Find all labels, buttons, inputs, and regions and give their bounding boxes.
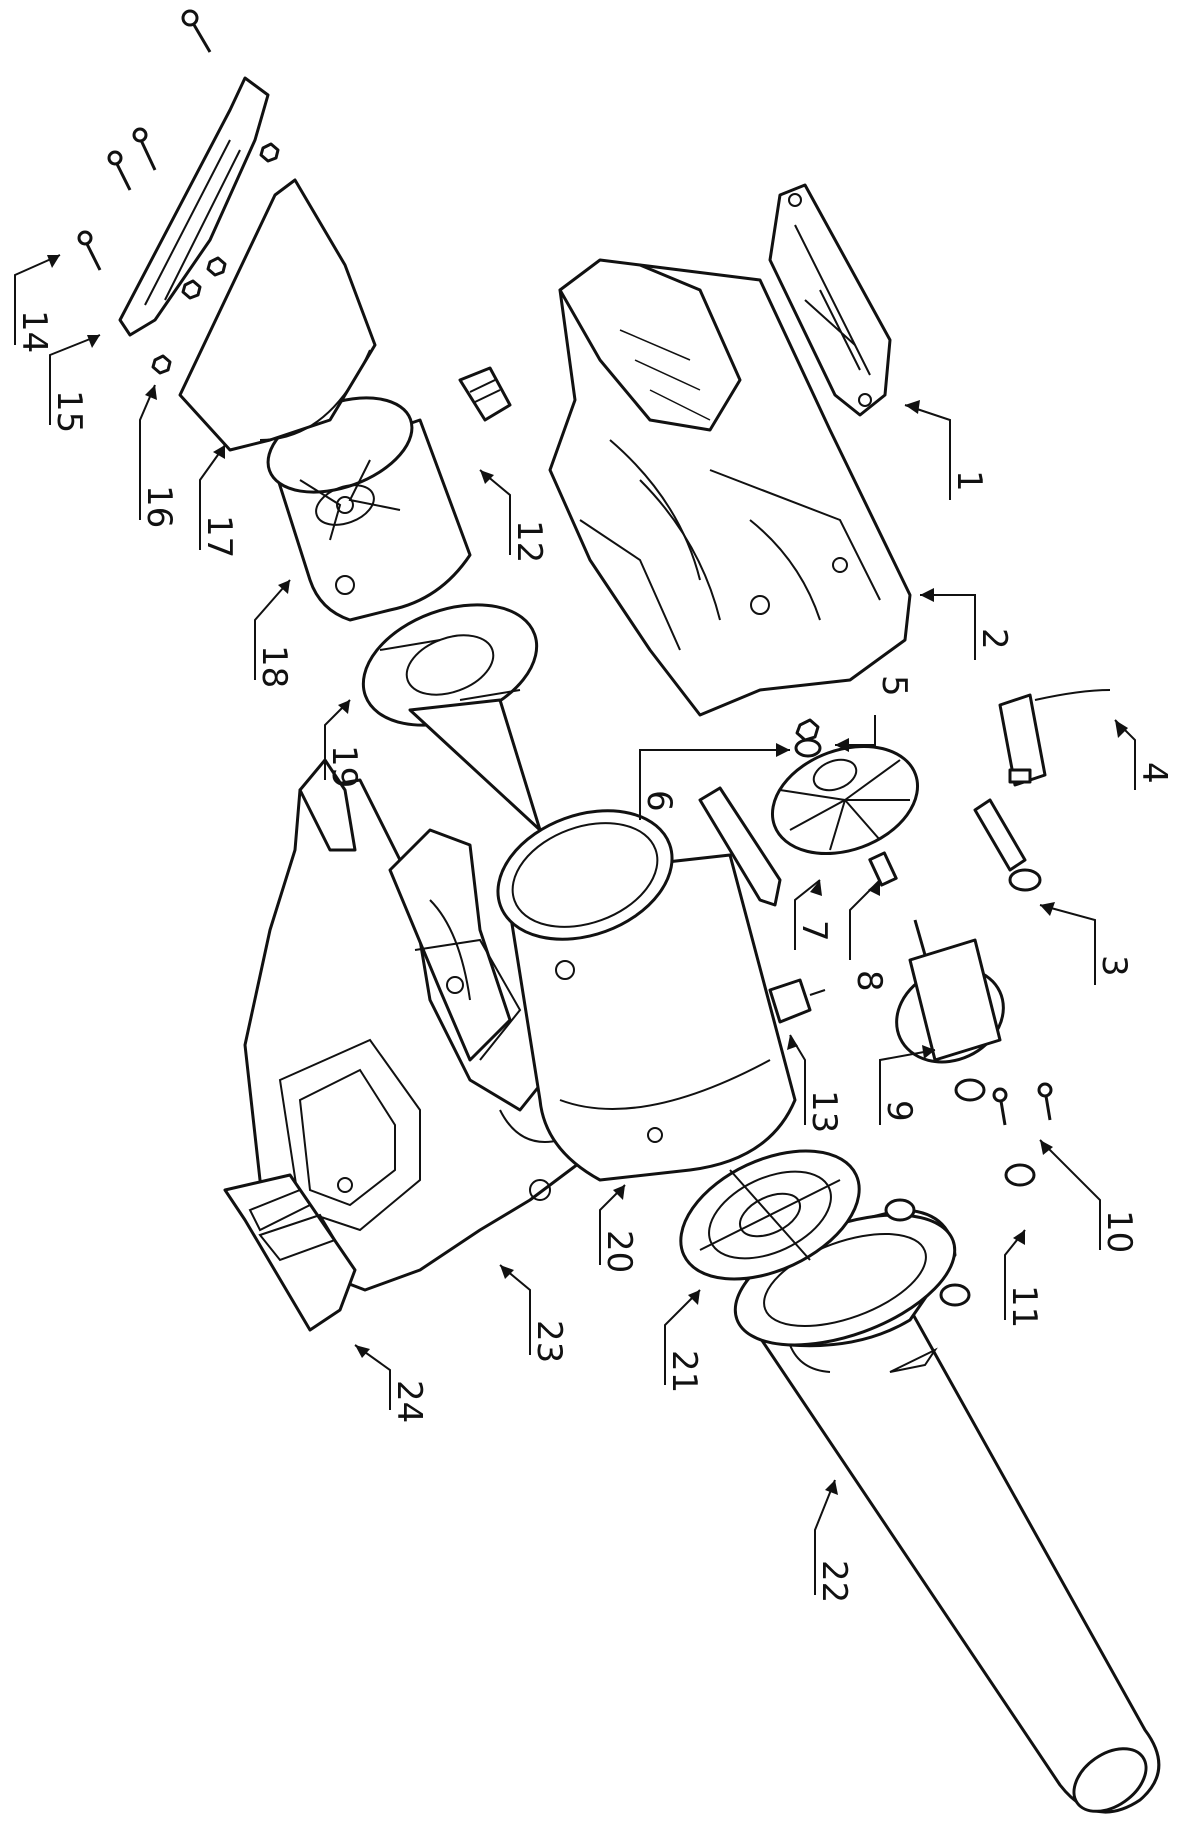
nut-and-washer bbox=[794, 718, 822, 758]
handle-bracket bbox=[698, 786, 782, 907]
callout-13: 13 bbox=[804, 1090, 844, 1133]
callout-1: 1 bbox=[949, 470, 989, 492]
blower-tube bbox=[733, 1208, 1161, 1814]
callout-labels: 1 2 3 4 5 6 7 8 9 10 11 12 13 14 15 16 1… bbox=[14, 310, 1174, 1603]
callout-14: 14 bbox=[14, 310, 54, 353]
trigger bbox=[973, 798, 1042, 892]
callout-11: 11 bbox=[1004, 1285, 1044, 1328]
callout-18: 18 bbox=[254, 645, 294, 688]
fan-shroud bbox=[361, 603, 542, 832]
callout-4: 4 bbox=[1134, 762, 1174, 784]
motor bbox=[895, 919, 1005, 1064]
callout-15: 15 bbox=[49, 390, 89, 433]
nut-set bbox=[151, 142, 280, 375]
callout-20: 20 bbox=[599, 1230, 639, 1273]
fan-grille bbox=[679, 1149, 861, 1281]
upper-housing bbox=[548, 258, 912, 717]
callout-3: 3 bbox=[1094, 955, 1134, 977]
callout-10: 10 bbox=[1099, 1210, 1139, 1253]
side-panel bbox=[223, 1173, 357, 1332]
callout-6: 6 bbox=[639, 790, 679, 812]
battery-contact bbox=[998, 689, 1111, 787]
callout-17: 17 bbox=[199, 515, 239, 558]
front-cap bbox=[118, 76, 270, 337]
leader-lines bbox=[14, 254, 1136, 1595]
callout-21: 21 bbox=[664, 1350, 704, 1393]
callout-12: 12 bbox=[509, 520, 549, 563]
fan-impeller bbox=[770, 744, 920, 856]
coupling-pin bbox=[868, 851, 898, 887]
main-housing-half bbox=[243, 758, 602, 1292]
washer-set bbox=[884, 1078, 1036, 1307]
callout-16: 16 bbox=[139, 485, 179, 528]
filter-sleeve bbox=[178, 178, 377, 452]
callout-22: 22 bbox=[814, 1560, 854, 1603]
callout-19: 19 bbox=[324, 745, 364, 788]
callout-2: 2 bbox=[974, 628, 1014, 650]
callout-23: 23 bbox=[529, 1320, 569, 1363]
callout-9: 9 bbox=[879, 1100, 919, 1122]
switch bbox=[768, 978, 826, 1024]
battery-cover bbox=[768, 183, 892, 417]
callout-7: 7 bbox=[794, 920, 834, 942]
small-bracket bbox=[458, 366, 512, 422]
callout-24: 24 bbox=[389, 1380, 429, 1423]
arrowheads bbox=[47, 255, 1128, 1495]
callout-8: 8 bbox=[849, 970, 889, 992]
screw-set bbox=[77, 9, 212, 271]
fan-housing-cylinder bbox=[496, 809, 797, 1182]
callout-5: 5 bbox=[874, 675, 914, 697]
motor-screws bbox=[992, 1082, 1053, 1126]
